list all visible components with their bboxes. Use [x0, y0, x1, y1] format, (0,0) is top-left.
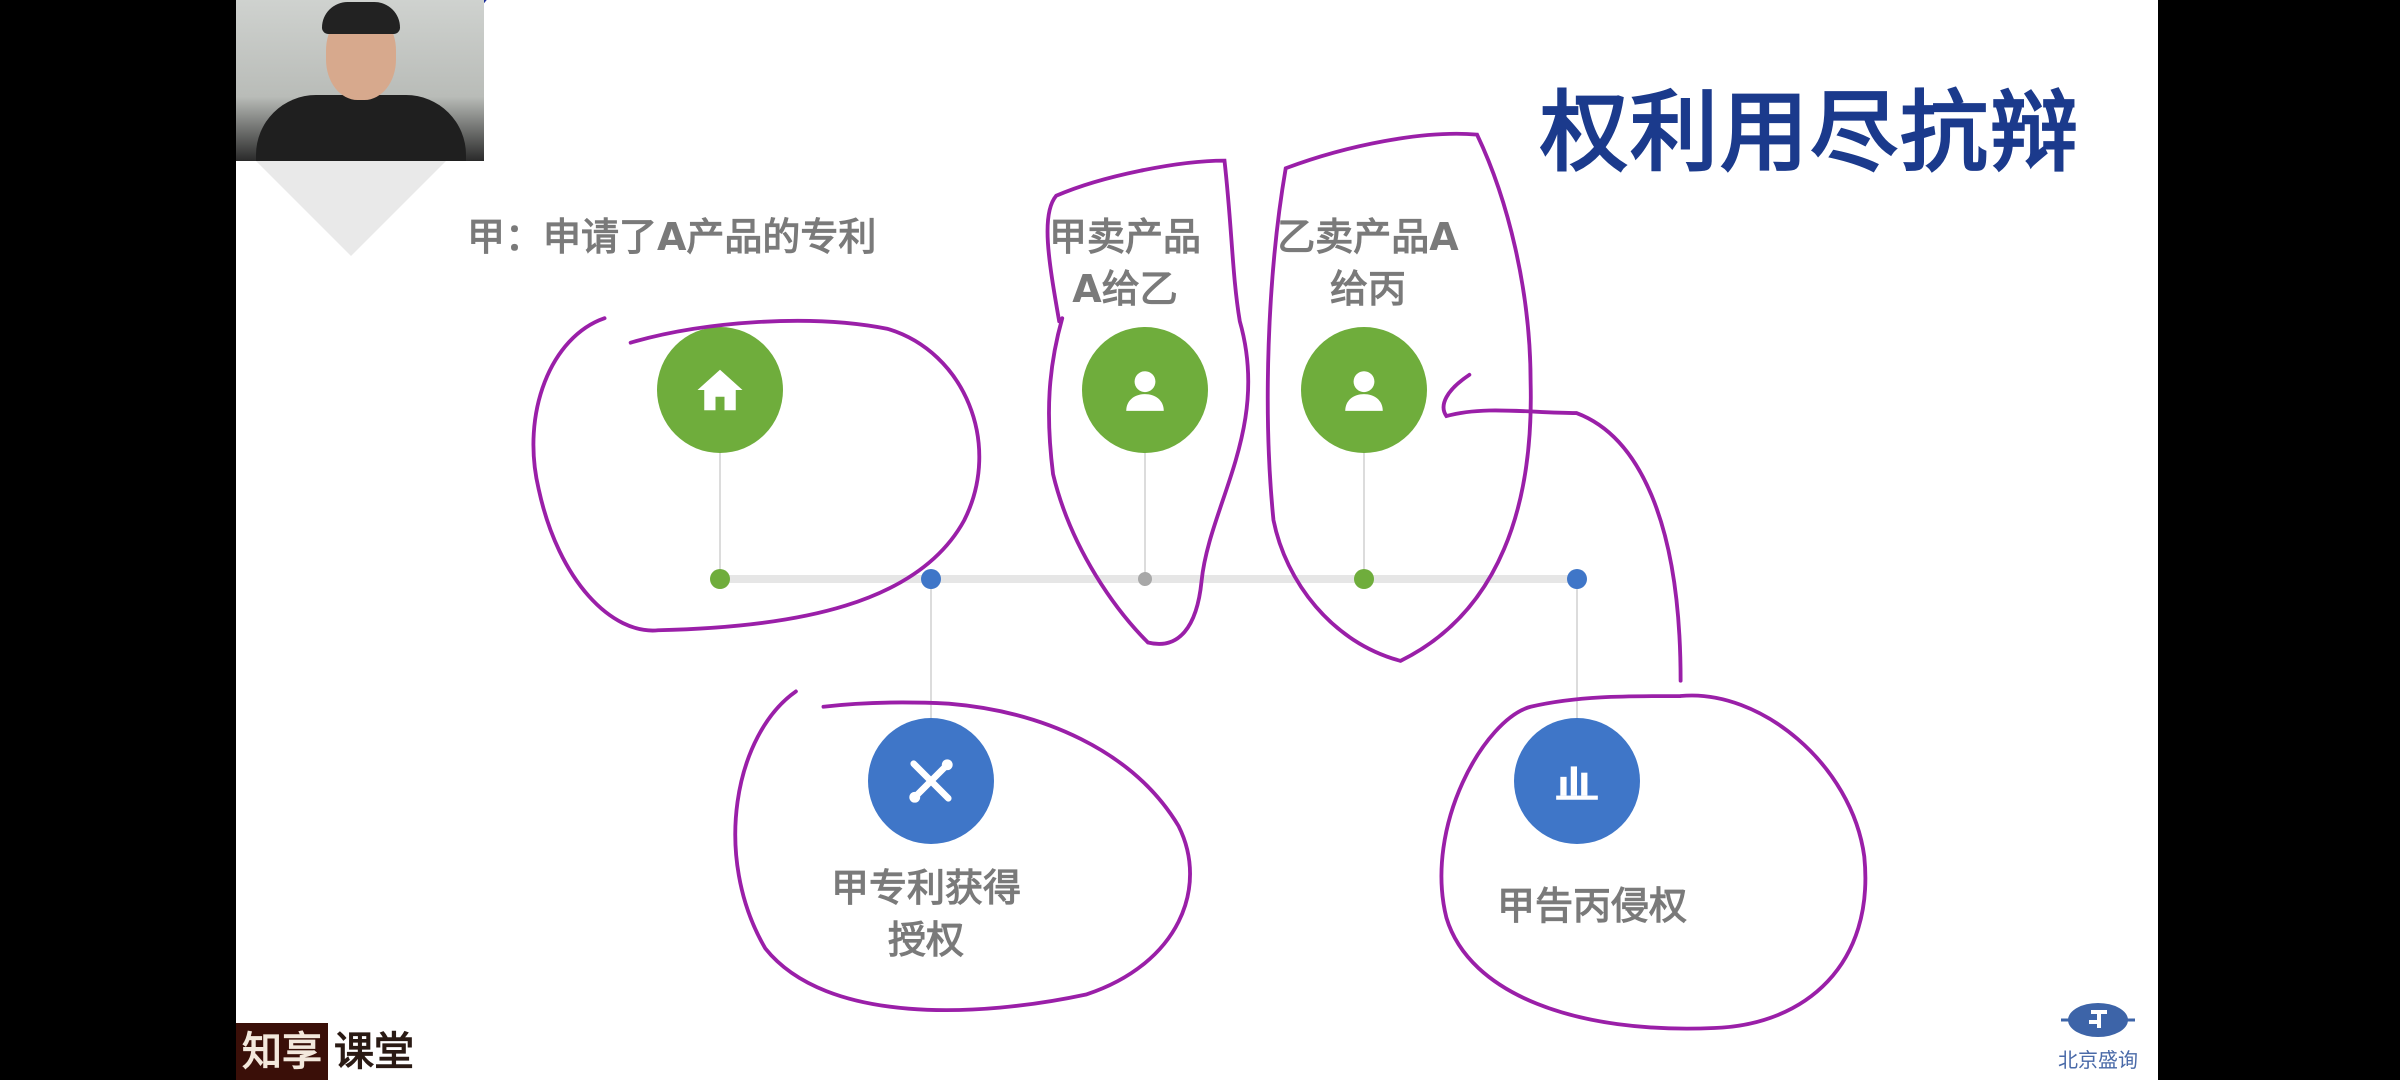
webcam-overlay — [236, 0, 484, 161]
watermark-part1: 知享 — [236, 1023, 328, 1080]
event-label-apply-patent: 甲：申请了A产品的专利 — [467, 215, 877, 259]
bar-chart-icon — [1514, 718, 1640, 844]
timeline-dot — [710, 569, 730, 589]
user-icon — [1082, 327, 1208, 453]
user-icon — [1301, 327, 1427, 453]
timeline-dot — [921, 569, 941, 589]
timeline-dot — [1138, 572, 1152, 586]
timeline-dot — [1567, 569, 1587, 589]
watermark-part2: 课堂 — [328, 1023, 420, 1080]
connector — [930, 580, 932, 750]
logo-emblem-icon — [2061, 1003, 2135, 1037]
logo-text: 北京盛询 — [2058, 1048, 2138, 1072]
event-label-infringement-suit: 甲告丙侵权 — [1496, 884, 1687, 928]
house-icon — [657, 327, 783, 453]
watermark-zhixiang-ketang: 知享 课堂 — [236, 1023, 420, 1080]
company-logo: 北京盛询 — [2048, 1000, 2148, 1073]
tools-icon — [868, 718, 994, 844]
slide-title: 权利用尽抗辩 — [1540, 81, 2081, 184]
event-label-patent-granted: 甲专利获得授权 — [830, 866, 1021, 962]
decorative-triangle — [256, 161, 446, 256]
timeline-dot — [1354, 569, 1374, 589]
